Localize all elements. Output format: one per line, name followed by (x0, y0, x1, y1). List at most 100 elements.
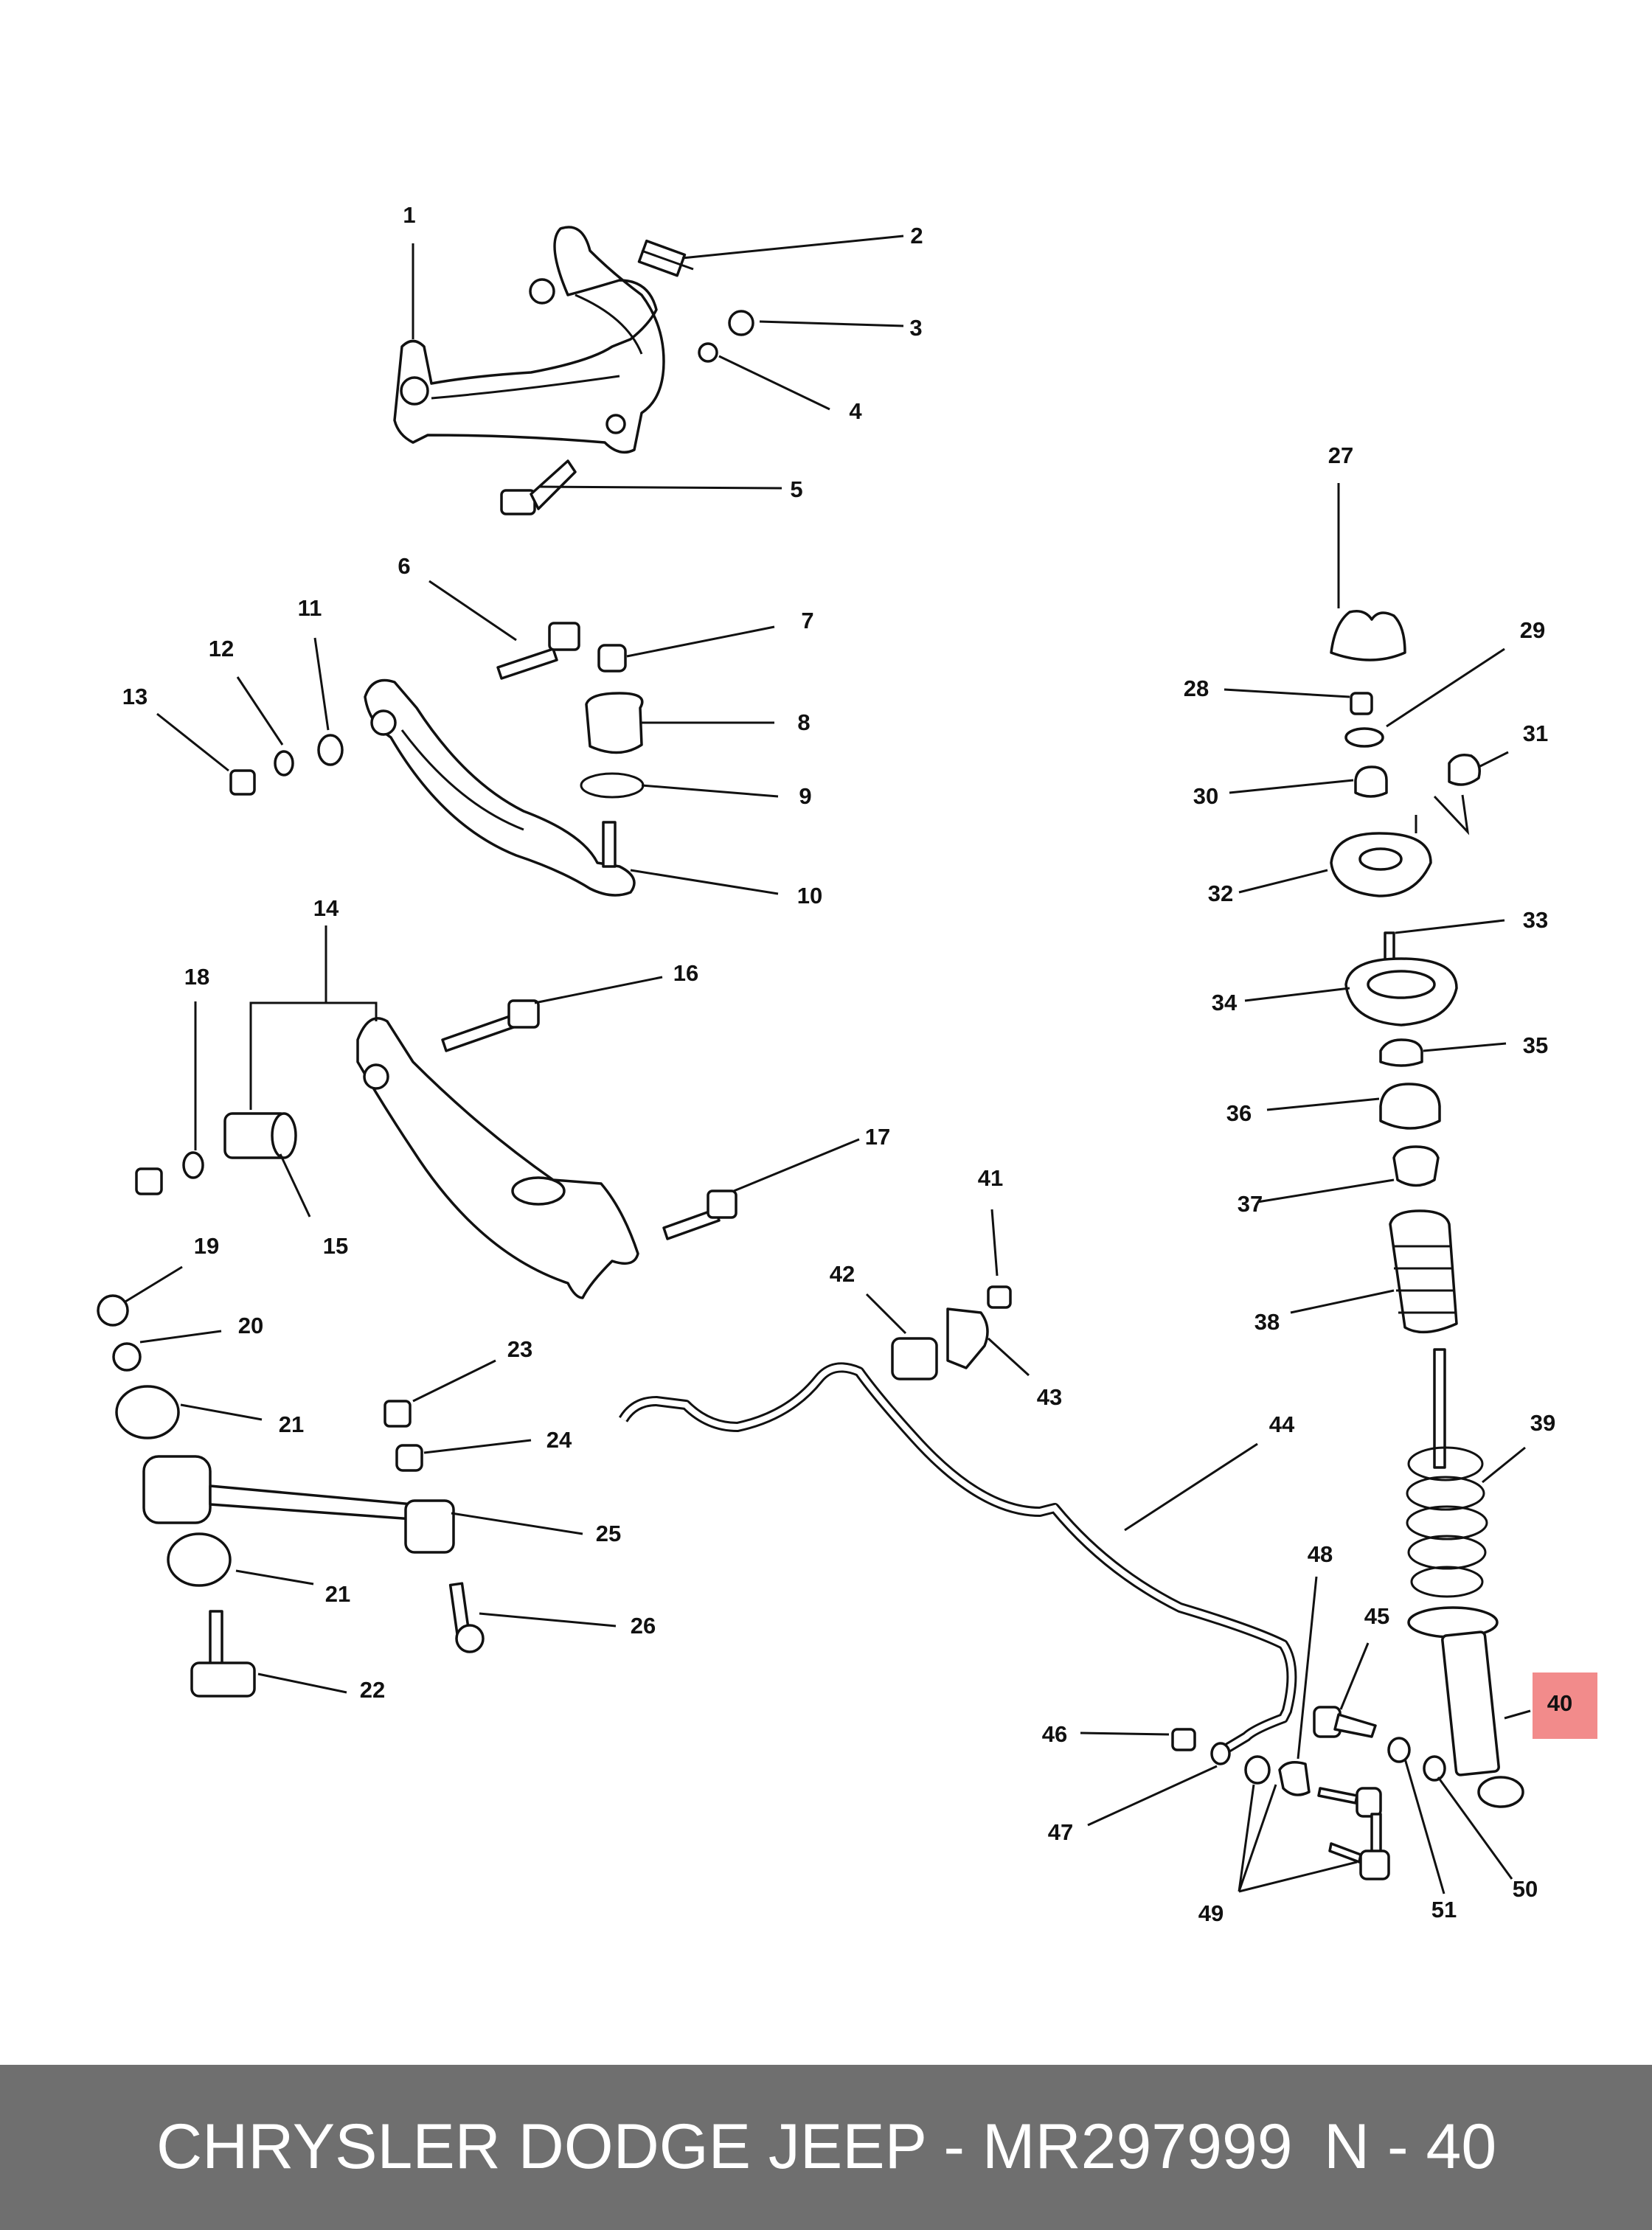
callout-42: 42 (830, 1261, 855, 1287)
callout-3: 3 (909, 315, 922, 341)
footer-page-code: N - 40 (1324, 2111, 1497, 2182)
part-washer-4 (698, 342, 718, 363)
footer-bar: CHRYSLER DODGE JEEP - MR297999 N - 40 (0, 2065, 1652, 2230)
callout-17: 17 (865, 1124, 890, 1150)
part-coil-spring-39 (1406, 1446, 1488, 1598)
part-bolt-6 (496, 622, 580, 680)
callout-27: 27 (1328, 442, 1353, 468)
part-29 (1344, 727, 1384, 748)
part-dust-boot-38 (1389, 1209, 1458, 1334)
part-20 (112, 1342, 142, 1372)
callout-46: 46 (1042, 1721, 1067, 1747)
part-48 (1278, 1761, 1311, 1796)
part-bracket-43 (946, 1307, 989, 1369)
part-49a (1244, 1755, 1271, 1785)
callout-49: 49 (1198, 1900, 1224, 1926)
callout-28: 28 (1184, 675, 1209, 701)
callout-32: 32 (1208, 880, 1233, 906)
callout-16: 16 (673, 960, 698, 986)
callout-34: 34 (1212, 990, 1238, 1015)
part-link-49 (1317, 1787, 1390, 1880)
part-30 (1354, 765, 1388, 798)
part-47 (1210, 1742, 1231, 1765)
part-bushing-42 (891, 1337, 938, 1380)
part-bolt-5 (500, 459, 577, 515)
part-12 (274, 750, 294, 777)
callout-38: 38 (1254, 1309, 1280, 1335)
callout-14: 14 (313, 895, 339, 921)
part-21b (167, 1532, 232, 1587)
part-46 (1171, 1728, 1196, 1751)
callout-21b: 21 (325, 1581, 350, 1607)
callout-50: 50 (1513, 1876, 1538, 1902)
callout-9: 9 (799, 783, 811, 809)
callout-51: 51 (1431, 1897, 1457, 1922)
part-bolt-26 (448, 1582, 485, 1653)
part-36 (1379, 1083, 1441, 1130)
part-34-inner (1367, 970, 1436, 999)
part-upper-control-arm (393, 226, 665, 454)
part-shock-absorber-40 (1407, 1606, 1524, 1808)
highlight-box-40 (1533, 1672, 1597, 1739)
part-50 (1423, 1755, 1446, 1782)
callout-19: 19 (194, 1233, 219, 1259)
part-stud-10 (602, 821, 617, 868)
callout-11: 11 (298, 595, 322, 621)
part-11 (317, 734, 344, 766)
callout-36: 36 (1226, 1100, 1252, 1126)
callout-22: 22 (360, 1677, 385, 1703)
part-23 (384, 1400, 412, 1428)
part-cap-7 (597, 644, 627, 673)
part-bolt-2 (637, 239, 694, 277)
part-51 (1387, 1737, 1411, 1763)
part-bolt-45 (1313, 1706, 1377, 1738)
callout-33: 33 (1523, 907, 1548, 933)
part-snap-ring-9 (580, 772, 645, 799)
part-lower-control-arm (356, 1017, 639, 1299)
callout-40: 40 (1547, 1690, 1572, 1716)
callout-47: 47 (1048, 1819, 1073, 1845)
callout-37: 37 (1238, 1191, 1263, 1217)
part-32-hole (1358, 847, 1403, 871)
part-31 (1448, 754, 1481, 786)
callout-35: 35 (1523, 1032, 1548, 1058)
part-bolt-16-head (507, 999, 540, 1029)
callout-5: 5 (790, 476, 802, 502)
part-41 (987, 1285, 1012, 1309)
callout-15: 15 (323, 1233, 348, 1259)
callout-48: 48 (1308, 1541, 1333, 1567)
callout-45: 45 (1364, 1603, 1389, 1629)
part-bushing-8 (585, 692, 644, 754)
part-lateral-rod-25 (142, 1455, 455, 1554)
callout-21a: 21 (279, 1411, 304, 1437)
callout-6: 6 (398, 553, 410, 579)
callout-31: 31 (1523, 720, 1548, 746)
callout-8: 8 (797, 709, 810, 735)
part-24 (395, 1444, 423, 1472)
part-28 (1350, 692, 1373, 715)
part-trailing-arm (364, 678, 636, 897)
part-stabilizer-bar-44 (620, 1364, 1295, 1751)
callout-23: 23 (507, 1336, 532, 1362)
part-nut-3 (728, 310, 754, 336)
part-bolt-17 (662, 1208, 721, 1240)
callout-4: 4 (849, 398, 862, 424)
callout-12: 12 (209, 636, 234, 661)
part-18 (182, 1151, 204, 1179)
part-bolt-17-head (707, 1189, 738, 1219)
part-19 (97, 1294, 129, 1327)
callout-7: 7 (801, 608, 813, 633)
callout-2: 2 (910, 223, 923, 249)
part-bolt-22 (190, 1610, 256, 1698)
callout-29: 29 (1520, 617, 1545, 643)
callout-41: 41 (978, 1165, 1003, 1191)
callout-43: 43 (1037, 1384, 1062, 1410)
callout-30: 30 (1193, 783, 1218, 809)
part-37 (1392, 1145, 1440, 1187)
callout-20: 20 (238, 1313, 263, 1338)
part-13 (229, 769, 256, 796)
callout-10: 10 (797, 883, 822, 909)
part-18-nut (135, 1167, 163, 1195)
leader-lines (125, 235, 1531, 1894)
suspension-exploded-diagram: 1 2 3 4 5 6 7 8 9 10 11 12 13 14 15 16 1… (97, 202, 1597, 1926)
